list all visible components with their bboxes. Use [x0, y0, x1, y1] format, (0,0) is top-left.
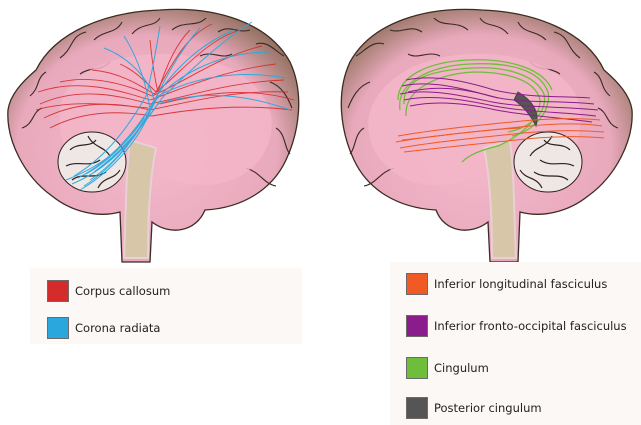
legend-label: Corona radiata: [75, 321, 161, 335]
right-brain-illustration: [340, 8, 633, 263]
legend-swatch-ilf: [406, 273, 428, 295]
legend-swatch-cingulum: [406, 357, 428, 379]
legend-item-cingulum: Cingulum: [406, 356, 489, 380]
legend-item-corona-radiata: Corona radiata: [47, 316, 160, 340]
ifof-fibers: [399, 77, 599, 123]
corona-radiata-fibers: [65, 21, 291, 191]
right-legend: Inferior longitudinal fasciculus Inferio…: [390, 262, 641, 425]
left-brain-illustration: [7, 8, 300, 263]
legend-label: Inferior fronto-occipital fasciculus: [434, 319, 627, 333]
legend-swatch-ifof: [406, 315, 428, 337]
right-brainstem: [482, 138, 518, 259]
left-legend: Corpus callosum Corona radiata: [30, 268, 302, 344]
right-cerebellum: [513, 131, 583, 193]
legend-swatch-corpus-callosum: [47, 280, 69, 302]
legend-swatch-corona-radiata: [47, 317, 69, 339]
left-brainstem: [122, 138, 158, 259]
ilf-fibers: [395, 118, 605, 153]
legend-label: Posterior cingulum: [434, 401, 542, 415]
legend-item-corpus-callosum: Corpus callosum: [47, 279, 170, 303]
legend-label: Cingulum: [434, 361, 489, 375]
legend-label: Corpus callosum: [75, 284, 171, 298]
legend-item-ifof: Inferior fronto-occipital fasciculus: [406, 314, 627, 338]
legend-item-ilf: Inferior longitudinal fasciculus: [406, 272, 607, 296]
legend-item-posterior-cingulum: Posterior cingulum: [406, 396, 542, 420]
legend-label: Inferior longitudinal fasciculus: [434, 277, 608, 291]
legend-swatch-posterior-cingulum: [406, 397, 428, 419]
